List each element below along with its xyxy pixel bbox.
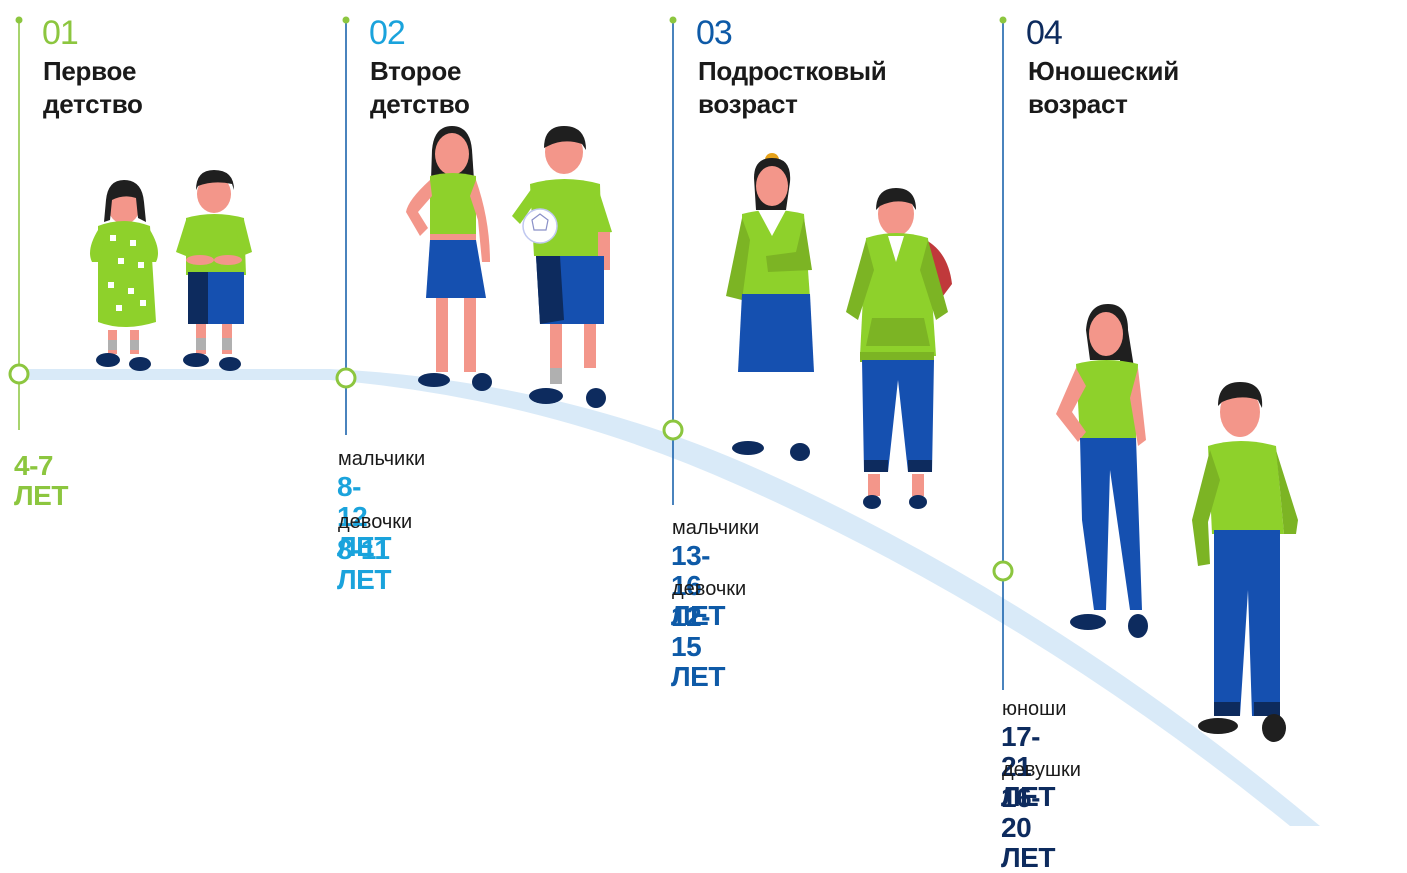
stage-group2-age-02: 8-11 ЛЕТ [337,534,391,595]
stage-number-02: 02 [369,14,406,52]
stage-number-04: 04 [1026,14,1063,52]
boy-figure-03 [846,188,952,509]
girl-figure-03 [726,153,814,461]
marker-03 [662,419,684,441]
girl-figure-04 [1056,304,1148,638]
stage-group2-age-03: 12-15 ЛЕТ [671,601,725,692]
stage-number-03: 03 [696,14,733,52]
stage-group2-age-04: 16-20 ЛЕТ [1001,782,1055,873]
stage-group1-label-04: юноши [1002,698,1067,720]
stage-title-02-line1: Второе [370,56,462,86]
soccer-ball-icon [522,208,558,244]
stage-number-01: 01 [42,14,79,52]
stage-title-03-line2: возраст [698,89,798,119]
stage-group2-label-04: девушки [1002,759,1081,781]
path-markers [8,363,1014,582]
girl-figure-02 [406,126,492,391]
boy-figure-02 [512,126,612,408]
marker-01 [8,363,30,385]
stage-title-04-line1: Юношеский [1028,56,1179,86]
stage-title-02-line2: детство [370,89,470,119]
stage-group1-label-02: мальчики [338,448,426,470]
timeline-scene [8,16,1320,826]
girl-figure-01 [90,180,158,371]
stage-title-01-line1: Первое [43,56,137,86]
stage-group1-age-02: 8-12 ЛЕТ [337,471,391,562]
stage-title-03-line1: Подростковый [698,56,887,86]
stage-group2-label-03: девочки [672,578,747,600]
stage-title-01-line2: детство [43,89,143,119]
stage-group1-label-03: мальчики [672,517,760,539]
stage-lines [15,16,1007,690]
stage-group2-label-02: девочки [338,511,413,533]
stage-group1-age-04: 17-21 ЛЕТ [1001,721,1055,812]
stage-title-04-line2: возраст [1028,89,1128,119]
marker-04 [992,560,1014,582]
boy-figure-01 [176,170,252,371]
stage-age-01: 4-7 ЛЕТ [14,450,68,511]
stage-group1-age-03: 13-16 ЛЕТ [671,540,725,631]
boy-figure-04 [1192,382,1298,742]
marker-02 [335,367,357,389]
